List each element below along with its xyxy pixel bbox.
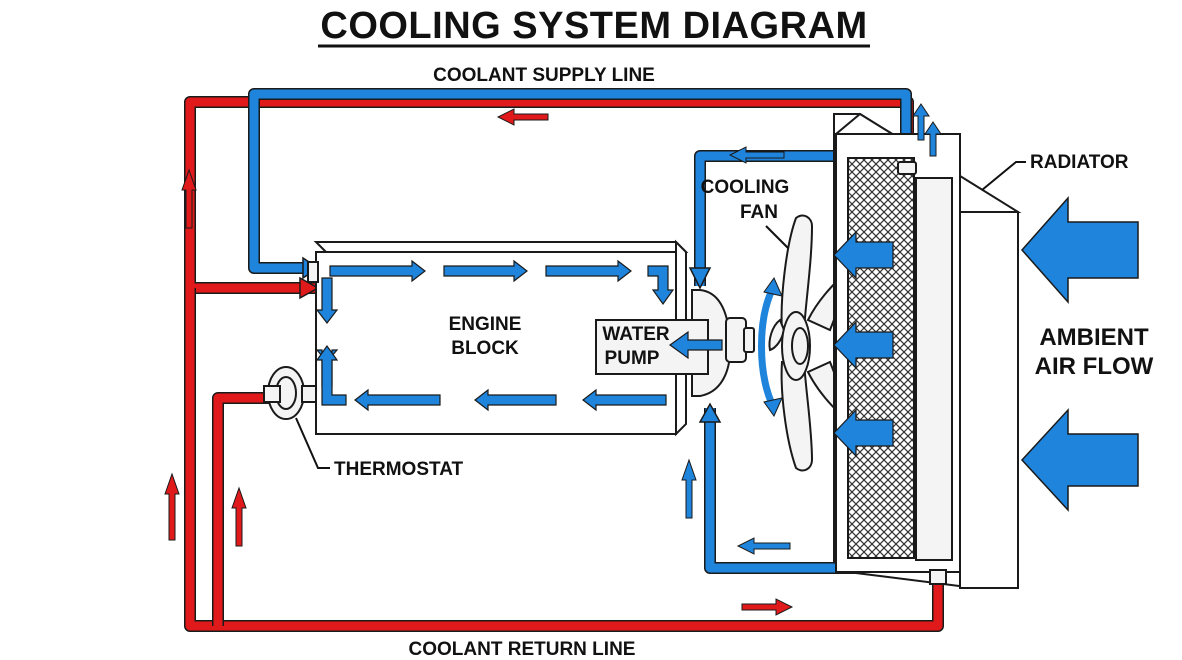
engine-block-label-line2: BLOCK [451, 338, 519, 359]
radiator-airflow-arrows [833, 230, 894, 458]
cooling-fan-leader [765, 225, 789, 249]
radiator-vent-arrows [912, 103, 942, 157]
engine-coolant-passage [315, 259, 675, 412]
pump-flow-arrow [668, 330, 723, 360]
diagram-title: COOLING SYSTEM DIAGRAM [320, 5, 867, 47]
ambient-airflow-arrows [1020, 196, 1139, 512]
thermostat-leader [295, 417, 330, 469]
water-pump: WATER PUMP [595, 289, 755, 397]
return-line-label: COOLANT RETURN LINE [409, 639, 636, 660]
cooling-fan-label-line1: COOLING [701, 177, 790, 198]
pump-inlet-arrowhead [688, 267, 712, 290]
thermostat [263, 366, 317, 420]
ambient-air-flow-label-line2: AIR FLOW [1035, 353, 1154, 380]
cooling-fan [758, 214, 845, 472]
engine-block-label-line1: ENGINE [449, 314, 522, 335]
radiator-label: RADIATOR [1030, 152, 1129, 173]
thermostat-label: THERMOSTAT [334, 459, 464, 480]
pump-outlet-arrowhead [698, 402, 722, 423]
flow-direction-arrows [164, 108, 794, 616]
radiator-leader [981, 161, 1026, 191]
fan-rotation-arrow [758, 288, 776, 406]
water-pump-label-line2: PUMP [605, 348, 660, 369]
supply-line-label: COOLANT SUPPLY LINE [433, 65, 655, 86]
ambient-air-flow-label-line1: AMBIENT [1039, 324, 1149, 351]
water-pump-label-line1: WATER [602, 324, 669, 345]
cooling-fan-label-line2: FAN [740, 202, 778, 223]
